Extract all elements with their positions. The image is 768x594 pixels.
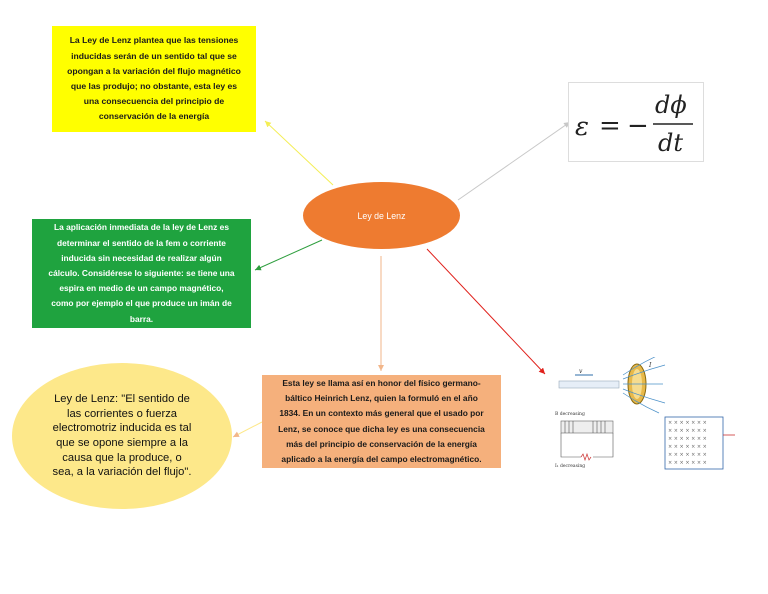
text-line: cálculo. Considérese lo siguiente: se ti… (48, 267, 235, 278)
text-line: las corrientes o fuerza (66, 407, 178, 420)
text-line: barra. (129, 313, 154, 324)
formula-lhs: ε (575, 112, 589, 142)
field-loop (664, 416, 724, 470)
central-topic-label: Ley de Lenz (357, 210, 406, 221)
svg-text:× × × × × × ×: × × × × × × × (668, 444, 707, 450)
formula-equals: = (599, 111, 621, 141)
lenz-formula: ε = − dϕ dt (568, 82, 704, 162)
lenz-history-box: Esta ley se llama así en honor del físic… (262, 375, 501, 468)
text-line: una consecuencia del principio de (83, 96, 225, 107)
lenz-application-box: La aplicación inmediata de la ley de Len… (32, 219, 251, 328)
formula-denominator: dt (658, 129, 683, 157)
text-line: más del principio de conservación de la … (286, 438, 477, 449)
connector-to-green-box (254, 239, 323, 271)
text-line: báltico Heinrich Lenz, quien la formuló … (285, 393, 478, 404)
text-line: como por ejemplo el que produce un imán … (51, 298, 232, 309)
bar-magnet (558, 380, 620, 389)
text-line: espira en medio de un campo magnético, (59, 283, 224, 294)
text-line: Esta ley se llama así en honor del físic… (282, 377, 481, 388)
text-line: determinar el sentido de la fem o corrie… (57, 237, 226, 248)
i-decreasing-label: I₁ decreasing (555, 463, 585, 469)
text-line: inducidas serán de un sentido tal que se (71, 50, 237, 61)
text-line: Ley de Lenz: "El sentido de (54, 393, 190, 406)
b-decreasing-label: B decreasing (555, 411, 585, 417)
central-topic-node: Ley de Lenz (303, 182, 460, 249)
text-line: conservación de la energía (98, 111, 210, 122)
svg-text:× × × × × × ×: × × × × × × × (668, 452, 707, 458)
connector-to-yellow-box (264, 120, 334, 186)
lenz-statement-box: La Ley de Lenz plantea que las tensiones… (52, 26, 256, 132)
text-line: inducida sin necesidad de realizar algún (61, 252, 222, 263)
text-line: La aplicación inmediata de la ley de Len… (53, 222, 229, 233)
formula-minus: − (627, 111, 649, 141)
text-line: que se opone siempre a la (56, 437, 188, 449)
text-line: sea, a la variación del flujo". (52, 466, 192, 479)
text-line: 1834. En un contexto más general que el … (279, 408, 484, 419)
svg-text:× × × × × × ×: × × × × × × × (668, 428, 707, 434)
velocity-label: v (579, 368, 583, 375)
text-line: electromotriz inducida es tal (52, 422, 192, 435)
coil-core (560, 420, 614, 434)
induction-illustration: v I B decreasing I₁ decreasing × × × × ×… (553, 357, 738, 475)
svg-text:× × × × × × ×: × × × × × × × (668, 460, 707, 466)
text-line: causa que la produce, o (62, 451, 182, 464)
text-line: que las produjo; no obstante, esta ley e… (70, 81, 238, 91)
text-line: Lenz, se conoce que dicha ley es una con… (278, 423, 485, 434)
lenz-quote-node: Ley de Lenz: "El sentido de las corrient… (12, 363, 232, 509)
text-line: La Ley de Lenz plantea que las tensiones (69, 35, 239, 46)
induction-illustration-graphic: v I B decreasing I₁ decreasing × × × × ×… (553, 357, 738, 475)
formula-graphic: ε = − dϕ dt (575, 91, 693, 157)
current-label: I (648, 362, 652, 369)
text-line: opongan a la variación del flujo magnéti… (67, 65, 241, 76)
svg-text:× × × × × × ×: × × × × × × × (668, 420, 707, 426)
connector-to-physics-image (426, 248, 546, 375)
text-line: aplicado a la energía del campo electrom… (281, 453, 482, 464)
svg-text:× × × × × × ×: × × × × × × × (668, 436, 707, 442)
formula-numerator: dϕ (655, 91, 687, 119)
connector-to-formula (457, 121, 571, 201)
connector-salmon-to-quote (232, 421, 263, 438)
